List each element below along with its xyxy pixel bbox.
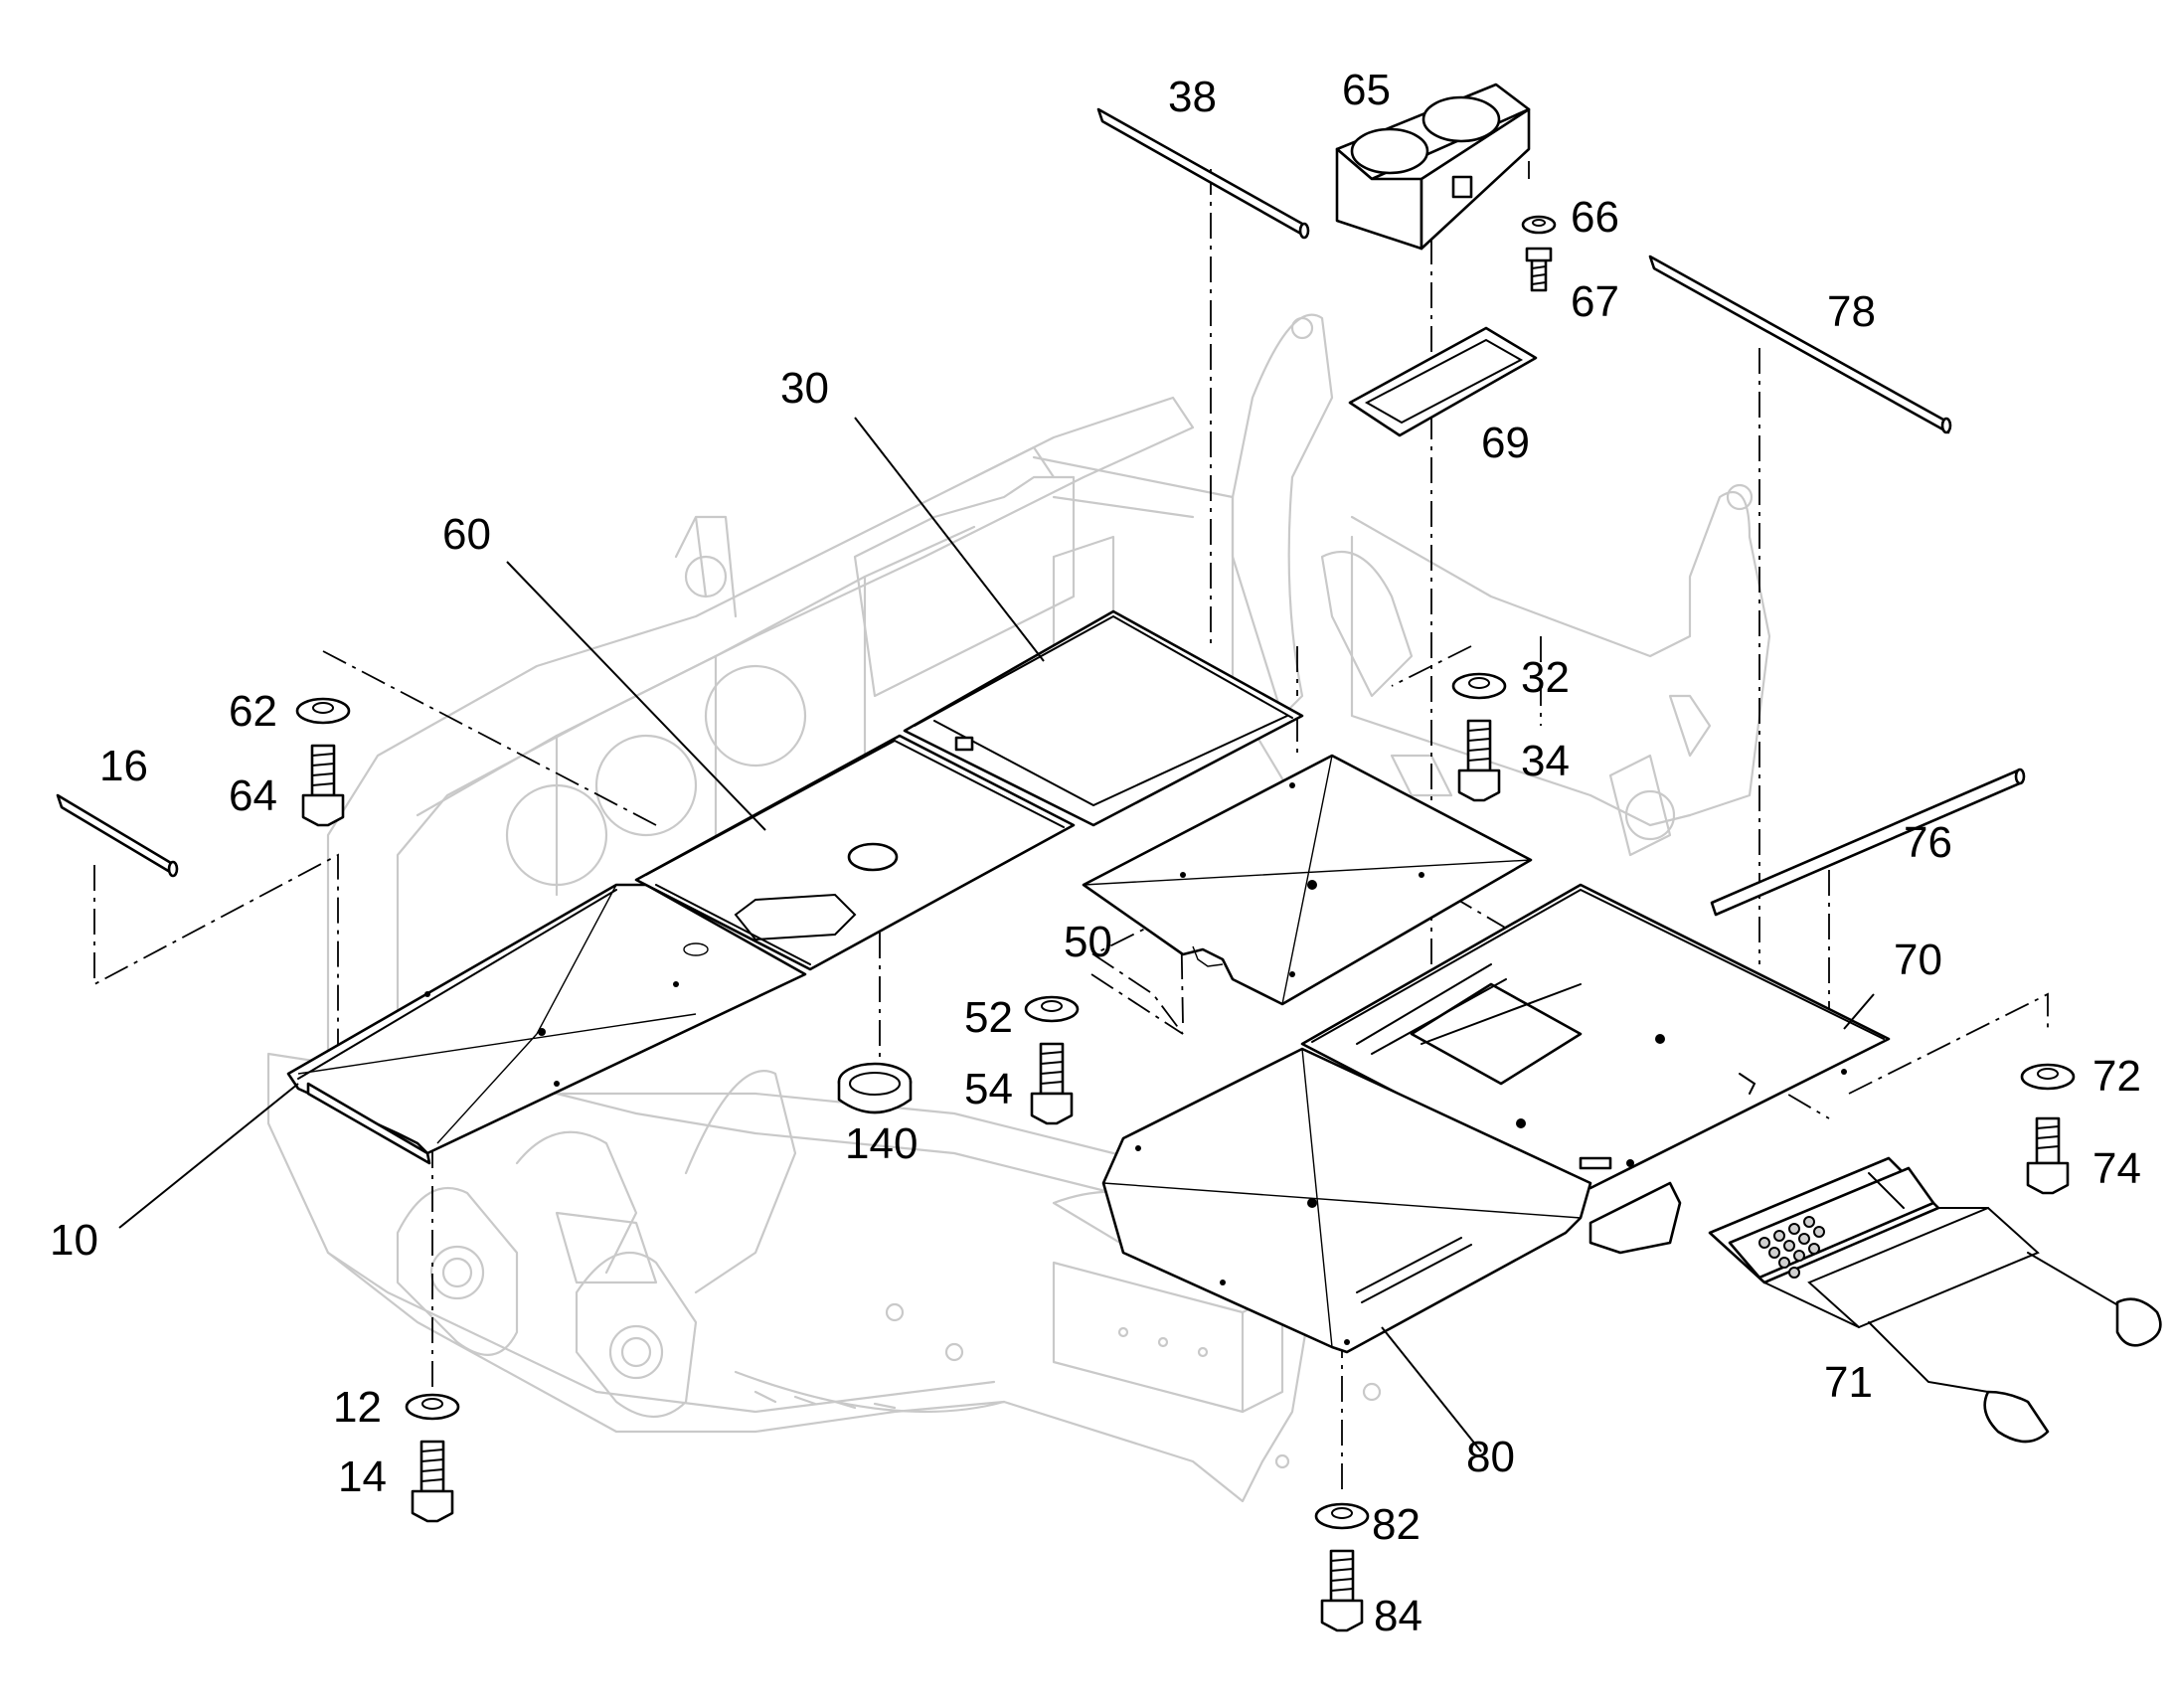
callout-30: 30 bbox=[780, 364, 829, 413]
part-80-plate bbox=[1101, 1047, 1682, 1354]
callout-12: 12 bbox=[333, 1383, 382, 1432]
callout-66: 66 bbox=[1571, 193, 1619, 242]
fasteners bbox=[295, 215, 2076, 1632]
callout-70: 70 bbox=[1894, 936, 1942, 984]
callout-34: 34 bbox=[1521, 737, 1570, 785]
callout-71: 71 bbox=[1824, 1358, 1873, 1407]
part-10-plate bbox=[286, 883, 807, 1165]
part-69-gasket bbox=[1348, 326, 1538, 437]
callout-72: 72 bbox=[2092, 1052, 2141, 1101]
callout-14: 14 bbox=[338, 1452, 387, 1501]
callout-10: 10 bbox=[50, 1216, 98, 1265]
leader-lines bbox=[118, 417, 1875, 1452]
callout-82: 82 bbox=[1372, 1500, 1421, 1549]
part-70-plate bbox=[1300, 883, 1891, 1190]
rods bbox=[56, 107, 2026, 917]
mesh-pattern bbox=[1758, 1216, 1825, 1279]
callout-60: 60 bbox=[442, 510, 491, 559]
callout-140: 140 bbox=[845, 1119, 918, 1168]
part-30-cover bbox=[903, 609, 1304, 827]
callout-16: 16 bbox=[99, 742, 148, 790]
callout-69: 69 bbox=[1481, 419, 1530, 467]
callout-62: 62 bbox=[229, 687, 277, 736]
part-140-grommet bbox=[837, 1062, 913, 1114]
callout-32: 32 bbox=[1521, 653, 1570, 702]
part-50-plate bbox=[1082, 754, 1533, 1006]
callout-65: 65 bbox=[1342, 66, 1391, 114]
callout-52: 52 bbox=[964, 993, 1013, 1042]
callout-80: 80 bbox=[1466, 1433, 1515, 1481]
part-65-box bbox=[1335, 83, 1531, 251]
callout-64: 64 bbox=[229, 771, 277, 820]
callout-78: 78 bbox=[1827, 287, 1876, 336]
callout-76: 76 bbox=[1904, 818, 1952, 867]
callout-67: 67 bbox=[1571, 277, 1619, 326]
part-71-step bbox=[1708, 1156, 2162, 1444]
callout-50: 50 bbox=[1064, 918, 1112, 966]
callout-74: 74 bbox=[2092, 1144, 2141, 1193]
callout-labels: 10 12 14 16 30 32 34 38 50 52 54 60 62 6… bbox=[50, 66, 2141, 1640]
callout-84: 84 bbox=[1374, 1592, 1422, 1640]
callout-54: 54 bbox=[964, 1065, 1013, 1113]
part-60-cover bbox=[634, 734, 1076, 971]
callout-38: 38 bbox=[1168, 73, 1217, 121]
